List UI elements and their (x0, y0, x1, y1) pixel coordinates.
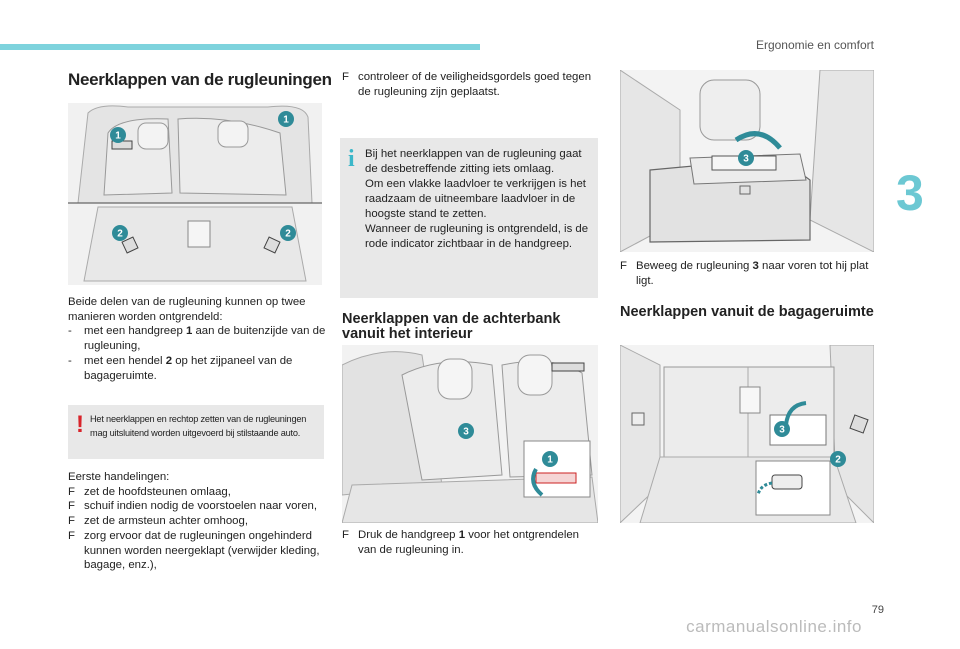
info-box: i Bij het neerklappen van de rugleuning … (340, 138, 598, 298)
list-item: -met een handgreep 1 aan de buitenzijde … (68, 325, 326, 353)
bullet-icon: F (68, 485, 75, 498)
intro-paragraph: Beide delen van de rugleuning kunnen op … (68, 296, 306, 323)
illustration-rear-seats-boot: 1 1 2 2 (68, 103, 322, 285)
section-heading-interior: Neerklappen van de achterbank vanuit het… (342, 311, 561, 342)
illustration-rear-seat-interior-drawing: 3 1 (342, 345, 598, 523)
svg-text:3: 3 (779, 425, 785, 436)
bullet-icon: F (68, 515, 75, 528)
bullet-icon: F (68, 529, 75, 542)
unlock-methods-text: Beide delen van de rugleuning kunnen op … (68, 295, 326, 383)
illustration-boot-lever-drawing: 3 2 (620, 345, 874, 523)
callout-3: 3 (458, 423, 474, 439)
callout-2-left: 2 (112, 225, 128, 241)
warning-box: ! Het neerklappen en rechtop zetten van … (68, 405, 324, 459)
section-color-bar (0, 44, 480, 50)
svg-text:2: 2 (285, 229, 291, 240)
bullet-icon: F (620, 260, 627, 272)
svg-text:1: 1 (115, 131, 121, 142)
warning-text: Het neerklappen en rechtop zetten van de… (90, 414, 307, 438)
callout-2-right: 2 (280, 225, 296, 241)
callout-1: 1 (542, 451, 558, 467)
warning-exclamation-icon: ! (76, 411, 84, 438)
page-title: Neerklappen van de rugleuningen (68, 70, 332, 89)
svg-text:3: 3 (743, 154, 749, 165)
info-icon: i (348, 146, 355, 172)
svg-text:2: 2 (117, 229, 123, 240)
callout-3: 3 (774, 421, 790, 437)
bullet-icon: F (342, 529, 349, 541)
illustration-folded-backrest: 3 (620, 70, 874, 252)
section-header: Ergonomie en comfort (755, 38, 874, 52)
svg-text:1: 1 (547, 455, 553, 466)
bullet-icon: F (68, 500, 75, 513)
page-number: 79 (871, 604, 884, 616)
illustration-rear-seat-interior: 3 1 (342, 345, 598, 523)
illustration-boot-lever: 3 2 (620, 345, 874, 523)
svg-text:2: 2 (835, 455, 841, 466)
section-heading-boot: Neerklappen vanuit de bagageruimte (620, 304, 874, 320)
chapter-tab-number: 3 (896, 165, 924, 221)
illustration-rear-seats-boot-drawing: 1 1 2 2 (68, 103, 322, 285)
info-text: Bij het neerklappen van de rugleuning ga… (365, 148, 589, 250)
svg-text:3: 3 (463, 427, 469, 438)
bullet-icon: F (342, 71, 349, 83)
callout-1-left: 1 (110, 127, 126, 143)
svg-text:1: 1 (283, 115, 289, 126)
callout-1-right: 1 (278, 111, 294, 127)
callout-3: 3 (738, 150, 754, 166)
steps-heading: Eerste handelingen: (68, 471, 170, 483)
watermark: carmanualsonline.info (686, 617, 862, 636)
list-item: -met een hendel 2 op het zijpaneel van d… (68, 354, 293, 382)
callout-2: 2 (830, 451, 846, 467)
illustration-folded-backrest-drawing: 3 (620, 70, 874, 252)
